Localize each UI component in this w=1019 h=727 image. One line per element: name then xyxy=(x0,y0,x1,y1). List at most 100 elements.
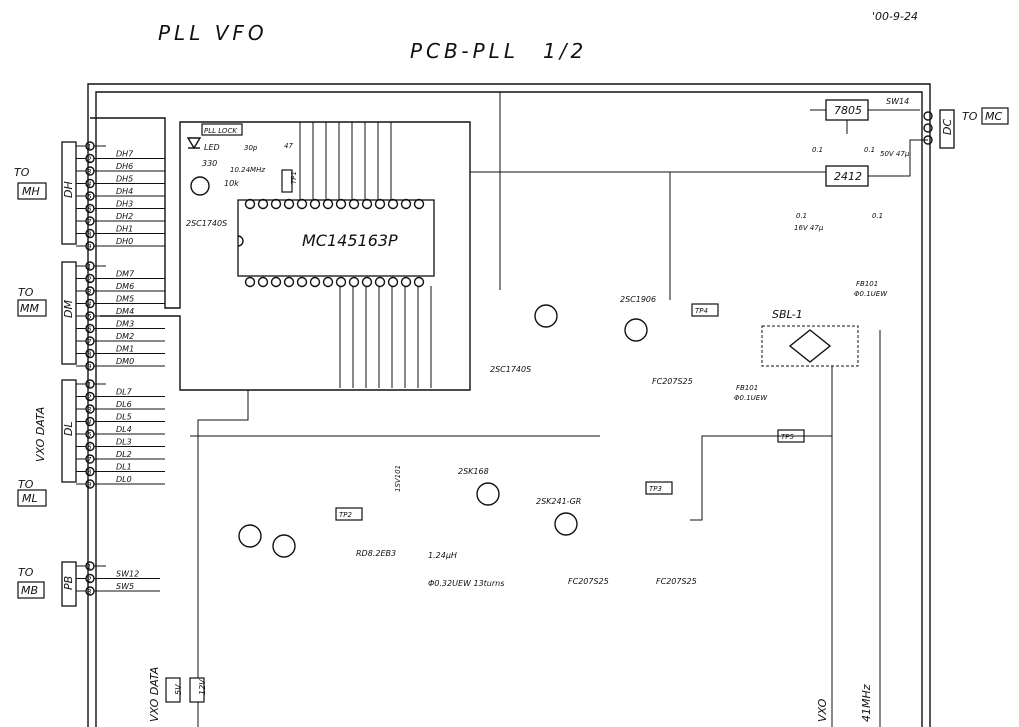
bottom-vxo: VXO xyxy=(816,698,829,722)
connector-dc-block-label: DC xyxy=(941,119,954,135)
ic-area-frame xyxy=(90,117,471,391)
pb-pin-num: 2 xyxy=(87,576,92,584)
dh-pin-num: 7 xyxy=(87,218,92,226)
dm-pin-num: 9 xyxy=(87,363,92,371)
dh-pin-num: 1 xyxy=(87,143,91,151)
label-sbl1: SBL-1 xyxy=(772,308,803,321)
connector-dh-target-box xyxy=(17,182,47,200)
connector-dl-to: TO xyxy=(18,478,34,491)
ic-top-pin-20 xyxy=(348,198,360,210)
ic-top-pin-25 xyxy=(283,198,295,210)
dh-pin-label: DH2 xyxy=(116,212,133,221)
ic-bottom-pin-12 xyxy=(387,276,399,288)
connector-dc-to: TO xyxy=(962,110,978,123)
ic-bottom-pin-10 xyxy=(361,276,373,288)
dh-pin-num: 6 xyxy=(87,206,92,214)
label-tp2: TP2 xyxy=(339,511,352,519)
label-fb101-top: FB101 xyxy=(856,280,878,288)
connector-dm-block-label: DM xyxy=(62,300,75,318)
bottom-vxo-data: VXO DATA xyxy=(148,667,161,722)
label-fb101-mid-desc: Φ0.1UEW xyxy=(734,394,768,402)
label-coil: 1.24μH xyxy=(428,551,457,560)
dl-pin-label: DL5 xyxy=(116,413,132,422)
board-outline xyxy=(87,83,931,727)
connector-dc-block xyxy=(939,109,955,149)
ic-bottom-pin-11 xyxy=(374,276,386,288)
ic-mc145163p-label: MC145163P xyxy=(302,231,398,250)
dm-pin-label: DM5 xyxy=(116,295,134,304)
dh-pin-label: DH3 xyxy=(116,200,133,209)
dm-pin-label: DM2 xyxy=(116,332,134,341)
dl-pin-label: DL1 xyxy=(116,463,132,472)
pll-lock-crystal: 10.24MHz xyxy=(230,166,265,174)
label-tp5: TP5 xyxy=(781,433,794,441)
connector-dh-to: TO xyxy=(14,166,30,179)
dh-pin-num: 8 xyxy=(87,231,92,239)
bottom-5v: 5V xyxy=(174,684,183,695)
ic-top-pin-17 xyxy=(387,198,399,210)
connector-dm-block xyxy=(61,261,77,365)
dh-pin-label: DH6 xyxy=(116,162,133,171)
dl-pin-num: 8 xyxy=(87,469,92,477)
ic-top-pin-23 xyxy=(309,198,321,210)
ic-top-pin-15 xyxy=(413,198,425,210)
title-left: PLL VFO xyxy=(158,21,268,45)
label-2sc1740s: 2SC1740S xyxy=(490,365,531,374)
label-zener: RD8.2EB3 xyxy=(356,549,396,558)
connector-dl-target-box xyxy=(17,489,47,507)
dl-pin-num: 3 xyxy=(87,406,91,414)
connector-dh: TO MH DH 12DH73DH64DH55DH46DH37DH28DH19D… xyxy=(14,141,165,251)
pb-pin-label: SW5 xyxy=(116,582,134,591)
ic-top-pin-21 xyxy=(335,198,347,210)
dm-pin-num: 6 xyxy=(87,326,92,334)
ic-mc145163p: MC145163P xyxy=(237,198,435,288)
ic-bottom-pin-1 xyxy=(244,276,256,288)
connector-dm-target-box xyxy=(17,299,47,317)
dl-pin-num: 5 xyxy=(87,431,92,439)
ic-bottom-pin-3 xyxy=(270,276,282,288)
dh-pin-num: 2 xyxy=(87,156,92,164)
ic-top-pin-26 xyxy=(270,198,282,210)
label-tp4: TP4 xyxy=(695,307,708,315)
pll-lock-tp1: TP1 xyxy=(290,171,298,184)
pll-lock-res2: 10k xyxy=(224,179,239,188)
label-2sc1906: 2SC1906 xyxy=(620,295,656,304)
regulator-7805-label: 7805 xyxy=(834,104,862,117)
ic-top-pin-27 xyxy=(257,198,269,210)
connector-dh-block-label: DH xyxy=(62,181,75,198)
pll-lock-circuit: PLL LOCK LED 330 10k 2SC1740S 10.24MHz 3… xyxy=(186,123,298,228)
connector-pb-block xyxy=(61,561,77,607)
label-fc1: FC207S25 xyxy=(652,377,693,386)
dm-pin-num: 2 xyxy=(87,276,92,284)
connector-dl: TO ML VXO DATA DL 12DL73DL64DL55DL46DL37… xyxy=(17,379,165,507)
dm-pin-num: 1 xyxy=(87,263,91,271)
connector-dm-to: TO xyxy=(18,286,34,299)
connector-dl-side-label: VXO DATA xyxy=(34,407,47,462)
dl-pin-num: 1 xyxy=(87,381,91,389)
regulator-cap-c: 0.1 xyxy=(796,212,807,220)
regulator-sw-label: SW14 xyxy=(886,97,909,106)
connector-pb-block-label: PB xyxy=(62,576,75,590)
ic-bottom-pins xyxy=(244,276,425,288)
dh-pin-label: DH5 xyxy=(116,175,133,184)
dh-pin-label: DH1 xyxy=(116,225,133,234)
dh-pin-label: DH4 xyxy=(116,187,133,196)
dl-pin-num: 2 xyxy=(87,394,92,402)
pll-lock-resistor: 330 xyxy=(202,159,217,168)
dm-pin-label: DM4 xyxy=(116,307,134,316)
pb-pin-num: 1 xyxy=(87,563,91,571)
dh-pin-label: DH7 xyxy=(116,150,134,159)
connector-dc-target: MC xyxy=(985,110,1002,123)
dh-pin-num: 9 xyxy=(87,243,92,251)
pll-lock-led: LED xyxy=(204,143,220,152)
ic-top-pin-19 xyxy=(361,198,373,210)
connector-dh-block xyxy=(61,141,77,245)
ic-bottom-pin-5 xyxy=(296,276,308,288)
data-bus-lines xyxy=(299,122,432,388)
amp-section: 2SC1740S 2SC1906 TP4 FC207S25 FB101 Φ0.1… xyxy=(490,92,768,402)
pll-lock-transistor: 2SC1740S xyxy=(186,219,227,228)
